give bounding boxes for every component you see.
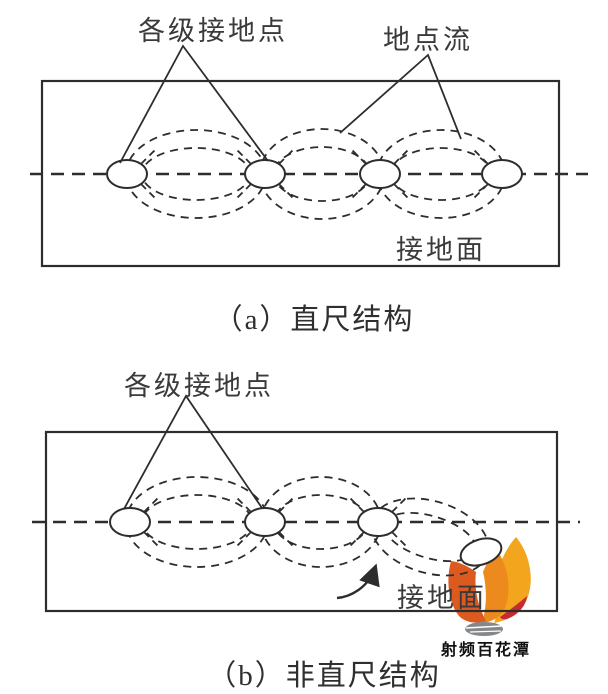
ground-points-b [109,507,503,567]
label-ground-points-a: 各级接地点 [138,16,288,46]
field-lines-b [125,476,490,577]
flame-petal-middle [482,550,509,623]
pointer-lines-ground-points-a [119,44,269,164]
flame-petal-left [448,561,486,623]
caption-figure-b: （b）非直尺结构 [207,660,441,692]
tilted-field-lines-b [370,497,490,577]
flame-swoosh [500,596,527,620]
watermark-flame-icon [448,537,531,636]
ground-points-a [106,159,523,189]
label-ground-plane-a: 接地面 [396,235,486,265]
watermark-disc-icon [465,622,503,636]
curved-arrow-icon [336,563,380,600]
pointer-lines-ground-points-b [123,394,263,510]
figure-a-drawing [30,44,588,268]
label-ground-current-a: 地点流 [383,25,473,55]
figure-b-drawing [32,394,580,613]
label-ground-points-b: 各级接地点 [124,371,274,401]
pointer-lines-ground-current-a [339,53,462,140]
caption-figure-a: （a）直尺结构 [213,304,415,336]
offset-ground-point-b [459,537,503,567]
label-ground-plane-b: 接地面 [397,583,487,613]
watermark-brand-text: 射频百花潭 [441,642,532,659]
